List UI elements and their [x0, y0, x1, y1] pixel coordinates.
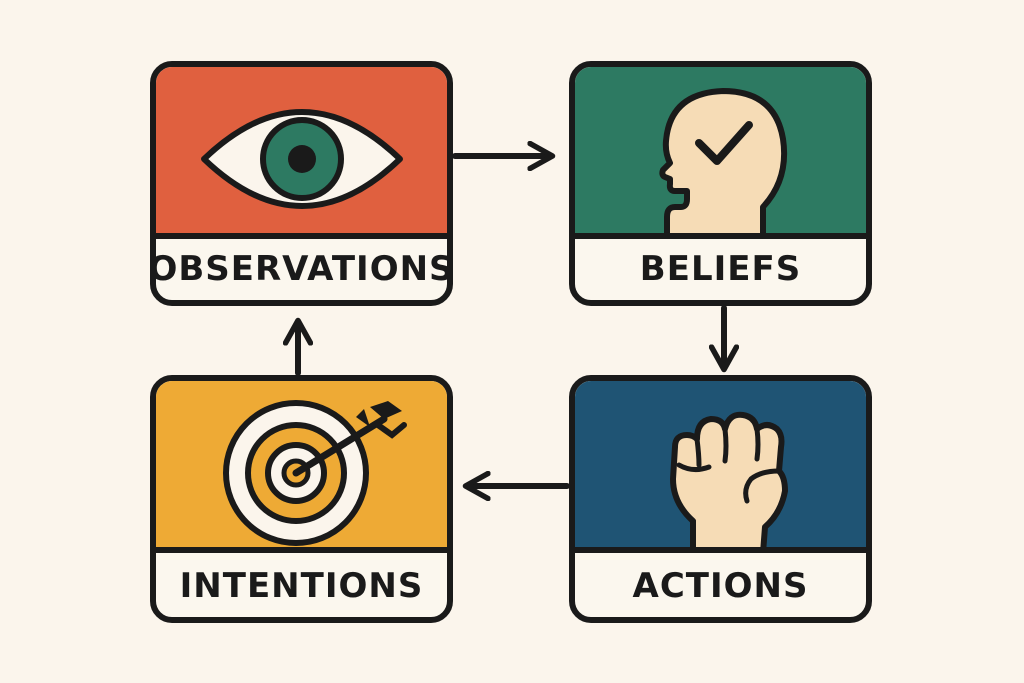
card-observations: OBSERVATIONS [150, 61, 453, 306]
actions-illustration [575, 381, 866, 553]
observations-label: OBSERVATIONS [150, 249, 453, 289]
eye-icon [201, 109, 403, 209]
beliefs-label: BELIEFS [639, 249, 802, 289]
target-icon [223, 400, 407, 546]
card-beliefs: BELIEFS [569, 61, 872, 306]
card-actions: ACTIONS [569, 375, 872, 623]
intentions-illustration [156, 381, 447, 553]
card-intentions: INTENTIONS [150, 375, 453, 623]
observations-illustration [156, 67, 447, 239]
fist-icon [670, 411, 788, 547]
beliefs-illustration [575, 67, 866, 239]
actions-label: ACTIONS [632, 566, 809, 606]
head-check-icon [659, 88, 788, 233]
intentions-label: INTENTIONS [179, 566, 424, 606]
